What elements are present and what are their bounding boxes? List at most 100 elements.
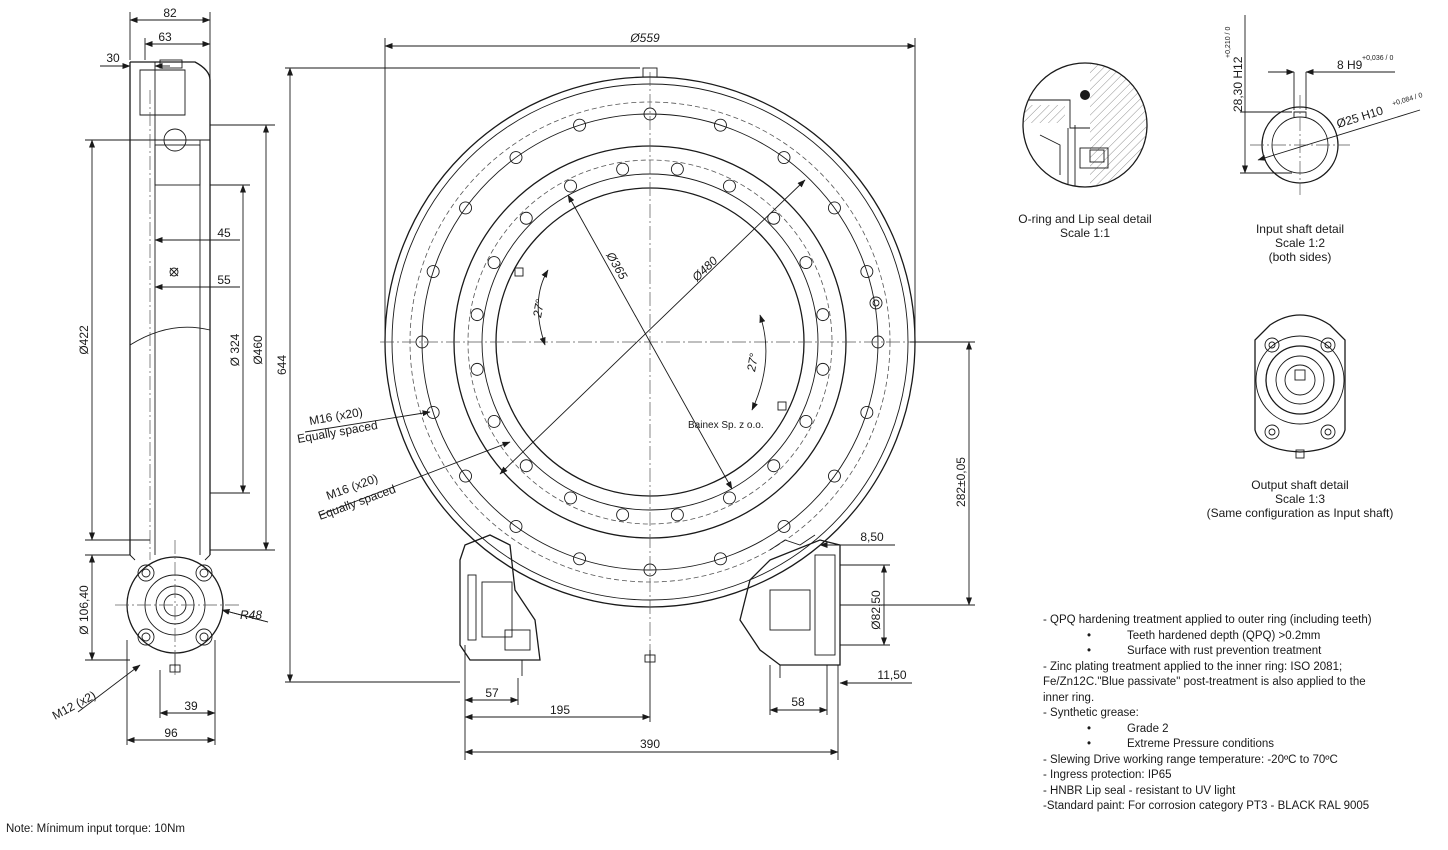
dim-dia422: Ø422 — [77, 325, 91, 355]
outer-bolt-holes — [415, 107, 885, 577]
bullet-icon: • — [1087, 629, 1092, 642]
dim-63: 63 — [158, 30, 172, 44]
bolt-hole — [816, 308, 830, 322]
input-shaft-detail: 28,30 H12 +0,210 / 0 8 H9 +0,036 / 0 Ø25… — [1225, 15, 1424, 195]
footnote: Note: Mínimum input torque: 10Nm — [6, 823, 185, 835]
front-view: Ø559 644 Ø365 Ø480 27° 27° M16 (x20) Equ… — [275, 31, 975, 760]
input-caption-scale: Scale 1:2 — [1274, 236, 1326, 250]
bolt-hole — [777, 151, 791, 164]
note-8-text: Grade 2 — [1127, 722, 1169, 735]
bolt-hole — [509, 151, 523, 164]
dim-angle-27b: 27° — [744, 352, 761, 373]
bolt-hole — [714, 552, 727, 566]
dim-angle-27a: 27° — [530, 298, 547, 319]
note-10: - Slewing Drive working range temperatur… — [1043, 753, 1338, 766]
note-9-text: Extreme Pressure conditions — [1127, 738, 1275, 750]
note-5: Fe/Zn12C."Blue passivate" post-treatment… — [1043, 676, 1366, 688]
input-caption-note: (both sides) — [1268, 250, 1332, 264]
dim-m12: M12 (x2) — [50, 688, 98, 723]
bolt-hole — [670, 162, 684, 176]
dim-30: 30 — [106, 51, 120, 65]
output-shaft-detail — [1254, 314, 1346, 459]
bolt-hole — [860, 406, 874, 419]
input-caption-title: Input shaft detail — [1255, 222, 1345, 236]
bolt-hole — [519, 459, 533, 473]
bolt-hole — [487, 256, 501, 270]
dim-96: 96 — [164, 726, 178, 740]
technical-notes: - QPQ hardening treatment applied to out… — [1043, 613, 1443, 815]
bolt-hole — [722, 179, 736, 193]
bolt-hole — [767, 459, 781, 473]
bolt-hole — [519, 211, 533, 225]
oring-caption-scale: Scale 1:1 — [1059, 226, 1111, 240]
output-caption-scale: Scale 1:3 — [1274, 492, 1326, 506]
bolt-hole — [573, 118, 586, 132]
oring-seal-detail — [1022, 62, 1148, 188]
dim-82: 82 — [163, 6, 177, 20]
dim-dia559: Ø559 — [629, 31, 660, 45]
bolt-hole — [828, 201, 841, 215]
note-9: •Extreme Pressure conditions — [1043, 737, 1443, 753]
bolt-hole — [616, 162, 630, 176]
bolt-hole — [816, 362, 830, 376]
dim-dia25: Ø25 H10 — [1335, 103, 1385, 131]
output-caption-note: (Same configuration as Input shaft) — [1206, 506, 1394, 520]
dim-dia25-tol: +0,084 / 0 — [1392, 92, 1424, 108]
dim-dia460: Ø460 — [251, 335, 265, 365]
dim-390: 390 — [640, 737, 660, 751]
dim-h9: 8 H9 — [1337, 58, 1363, 72]
side-view: 82 63 30 45 55 Ø422 Ø 324 Ø460 Ø 106,40 — [50, 6, 275, 745]
dim-39: 39 — [184, 699, 198, 713]
bolt-hole — [799, 256, 813, 270]
watermark: Bainex Sp. z o.o. — [688, 420, 764, 431]
note-12: - HNBR Lip seal - resistant to UV light — [1043, 784, 1236, 797]
bolt-hole — [799, 414, 813, 428]
bolt-hole — [714, 118, 727, 132]
bolt-hole — [470, 362, 484, 376]
bolt-hole — [828, 469, 841, 483]
bolt-hole — [573, 552, 586, 566]
dim-dia106: Ø 106,40 — [77, 585, 91, 635]
note-6: inner ring. — [1043, 691, 1095, 704]
oring-caption: O-ring and Lip seal detail Scale 1:1 — [995, 212, 1175, 240]
dim-644: 644 — [275, 355, 289, 375]
dim-57: 57 — [485, 686, 499, 700]
note-2-text: Teeth hardened depth (QPQ) >0.2mm — [1127, 629, 1321, 642]
dim-h9-tol: +0,036 / 0 — [1362, 55, 1393, 62]
note-13: -Standard paint: For corrosion category … — [1043, 800, 1370, 812]
dim-dia480: Ø480 — [689, 253, 721, 284]
note-11: - Ingress protection: IP65 — [1043, 769, 1172, 781]
dim-58: 58 — [791, 695, 805, 709]
dim-55: 55 — [217, 273, 231, 287]
output-caption: Output shaft detail Scale 1:3 (Same conf… — [1180, 478, 1420, 520]
dim-45: 45 — [217, 226, 231, 240]
bolt-hole — [459, 201, 472, 215]
bolt-hole — [670, 508, 684, 522]
bolt-hole — [459, 469, 472, 483]
dim-8-50: 8,50 — [860, 530, 884, 544]
note-4: - Zinc plating treatment applied to the … — [1043, 660, 1343, 673]
bolt-hole — [564, 179, 578, 193]
output-caption-title: Output shaft detail — [1251, 478, 1349, 492]
dim-dia82-50: Ø82,50 — [869, 590, 883, 630]
bullet-icon: • — [1087, 722, 1092, 735]
note-8: • Grade 2 — [1043, 722, 1443, 738]
dim-h12: 28,30 H12 — [1231, 56, 1245, 112]
note-3-text: Surface with rust prevention treatment — [1127, 645, 1322, 657]
input-caption: Input shaft detail Scale 1:2 (both sides… — [1205, 222, 1395, 264]
bolt-hole — [777, 520, 791, 533]
dim-195: 195 — [550, 703, 570, 717]
note-1: - QPQ hardening treatment applied to out… — [1043, 614, 1372, 626]
dim-dia324: Ø 324 — [228, 333, 242, 366]
bolt-hole — [860, 265, 874, 278]
dim-282: 282±0,05 — [954, 457, 968, 507]
bolt-hole — [564, 491, 578, 505]
bullet-icon: • — [1087, 645, 1092, 657]
dim-r48: R48 — [240, 608, 262, 622]
note-3: • Surface with rust prevention treatment — [1043, 644, 1443, 660]
bolt-hole — [722, 491, 736, 505]
bolt-hole — [470, 308, 484, 322]
dim-h12-tol: +0,210 / 0 — [1225, 27, 1232, 58]
dim-11-50: 11,50 — [877, 668, 906, 682]
